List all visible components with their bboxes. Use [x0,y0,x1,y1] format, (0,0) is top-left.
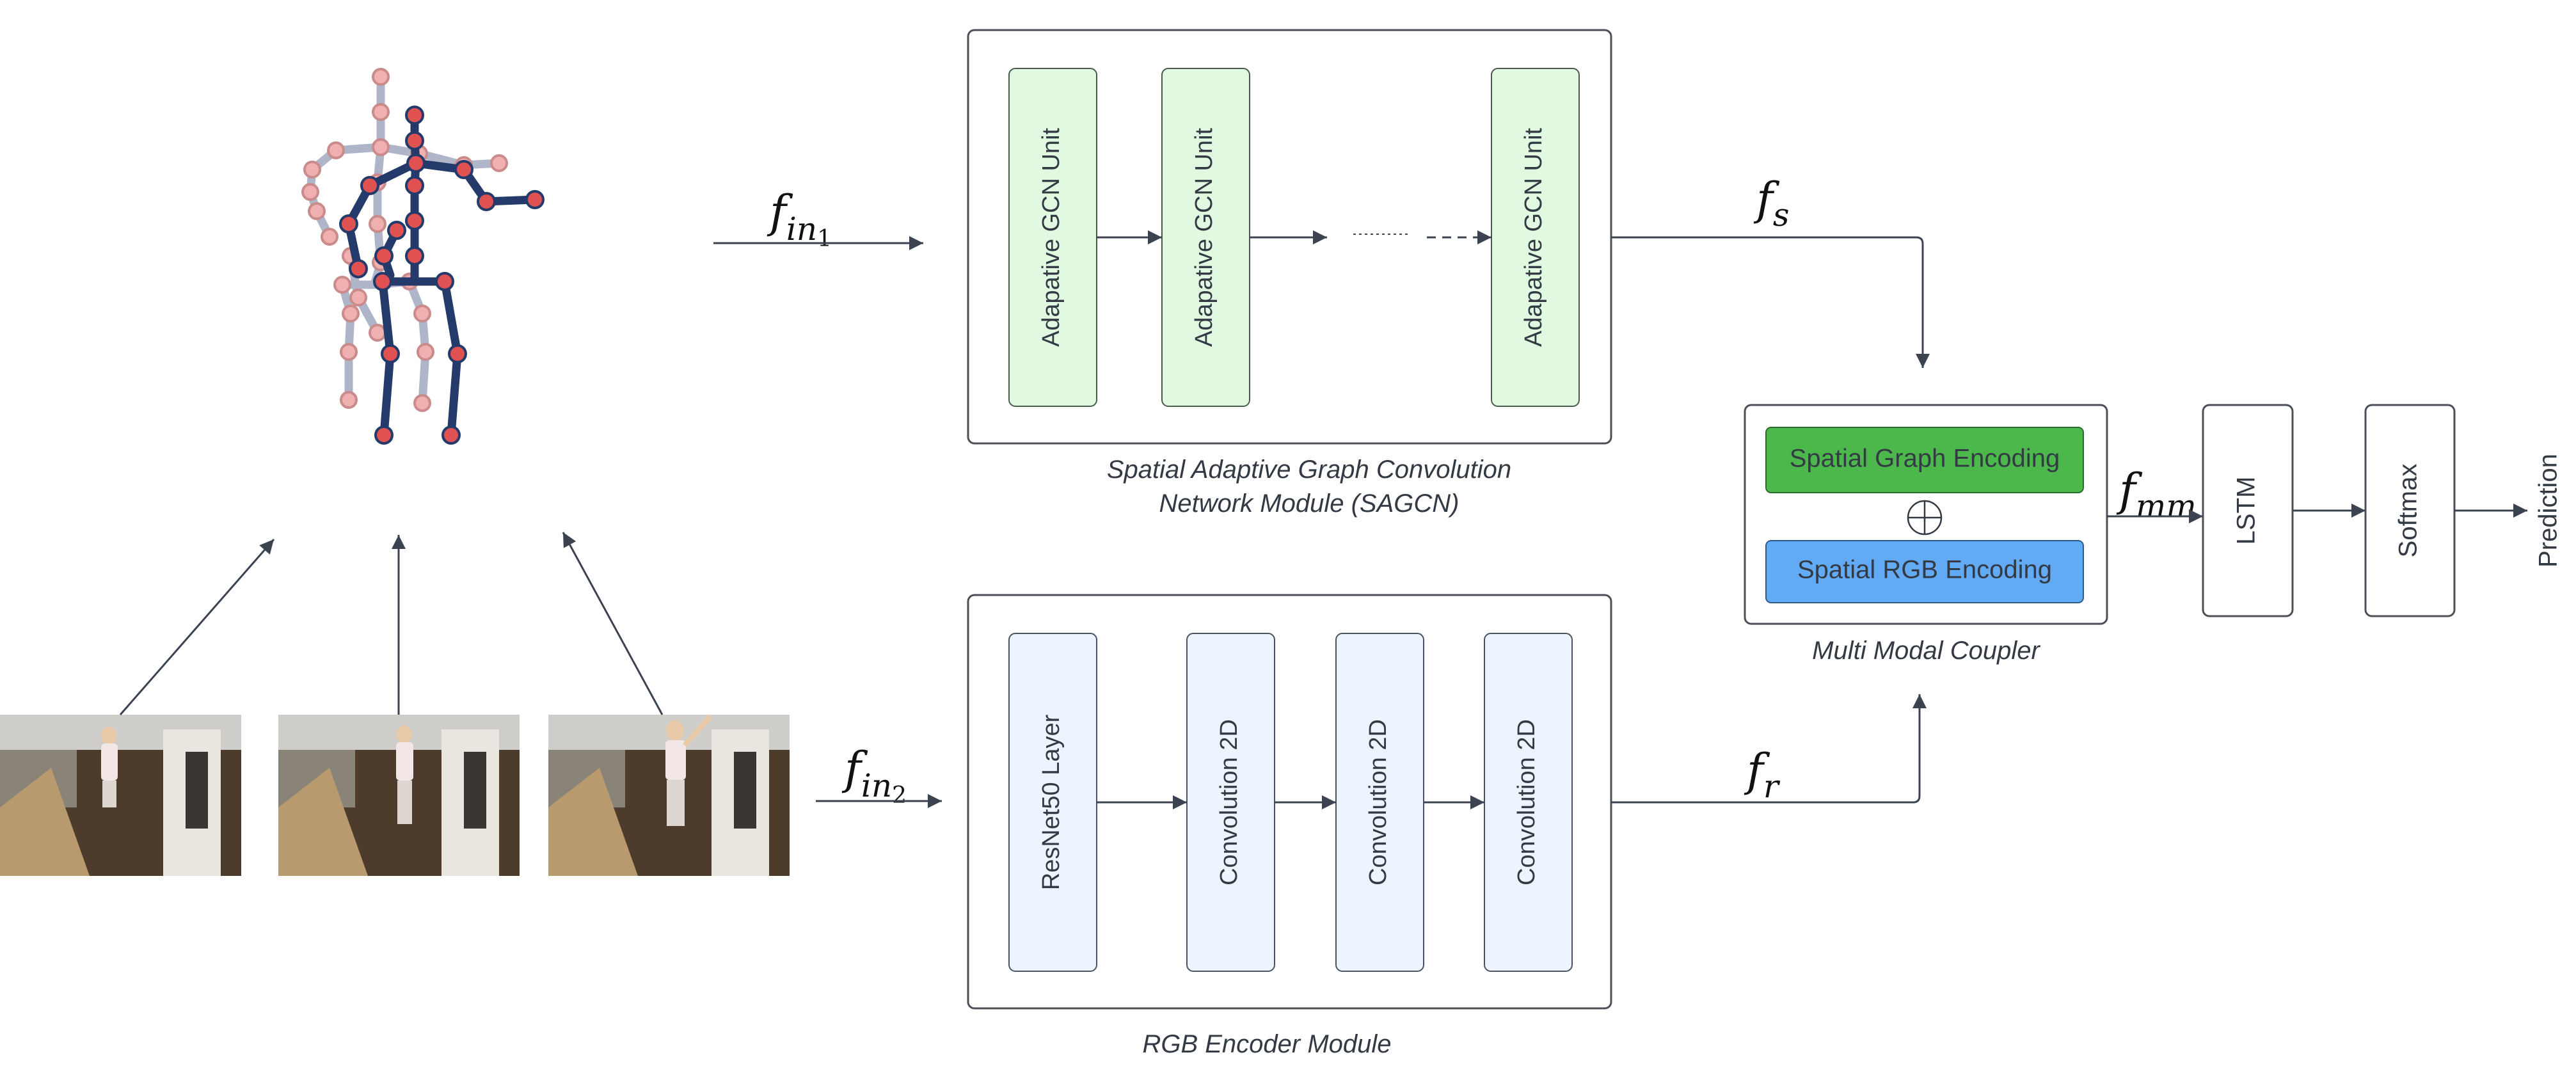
gcn-unit-label: Adapative GCN Unit [1520,127,1547,347]
gcn-connectors [1097,230,1491,244]
rgb-frame-3 [548,715,790,876]
label-f-r: fr [1744,744,1781,805]
gcn-unit-2: Adapative GCN Unit [1161,68,1250,407]
prediction-label: Prediction [2534,454,2563,568]
skeleton-pose-illustration [301,68,545,445]
gcn-unit-label: Adapative GCN Unit [1038,127,1065,347]
fusion-operator [1907,500,1943,536]
rgb-layer-resnet50: ResNet50 Layer [1008,633,1097,972]
spatial-rgb-encoding-block: Spatial RGB Encoding [1765,540,2084,603]
softmax-label: Softmax [2394,464,2422,558]
label-f-in2: fin2 [841,742,907,809]
rgb-layer-conv2d-2: Convolution 2D [1335,633,1424,972]
gcn-unit-1: Adapative GCN Unit [1008,68,1097,407]
lstm-label: LSTM [2232,477,2261,545]
sagcn-caption-line1: Spatial Adaptive Graph Convolution [1107,456,1511,484]
skeleton-ghost [306,72,504,408]
arrow-rgb-encoder-to-coupler [1611,694,1927,804]
skeleton-main-joints [339,106,545,445]
coupler-caption: Multi Modal Coupler [1812,637,2040,665]
spatial-graph-encoding-block: Spatial Graph Encoding [1765,427,2084,493]
rgb-layer-label: Convolution 2D [1216,719,1243,885]
rgb-layer-conv2d-1: Convolution 2D [1186,633,1275,972]
rgb-layer-label: ResNet50 Layer [1038,714,1065,890]
rgb-frame-1 [0,715,241,876]
sagcn-caption-line2: Network Module (SAGCN) [1159,489,1459,518]
spatial-graph-encoding-label: Spatial Graph Encoding [1790,445,2060,473]
frame-to-skeleton-arrows [119,532,664,715]
gcn-unit-label: Adapative GCN Unit [1191,127,1218,347]
lstm-block: LSTM [2202,404,2294,617]
rgb-layer-label: Convolution 2D [1365,719,1392,885]
rgb-frame-2 [278,715,520,876]
arrow-sagcn-to-coupler [1611,236,1930,368]
rgb-encoder-caption: RGB Encoder Module [1142,1030,1391,1058]
spatial-rgb-encoding-label: Spatial RGB Encoding [1797,556,2052,584]
label-f-mm: fmm [2116,464,2197,525]
softmax-block: Softmax [2364,404,2456,617]
label-f-in1: fin1 [767,186,832,252]
label-f-s: fs [1753,173,1790,234]
skeleton-ghost-joints [301,68,508,412]
rgb-layer-conv2d-3: Convolution 2D [1484,633,1573,972]
rgb-layer-label: Convolution 2D [1513,719,1540,885]
gcn-unit-3: Adapative GCN Unit [1491,68,1580,407]
